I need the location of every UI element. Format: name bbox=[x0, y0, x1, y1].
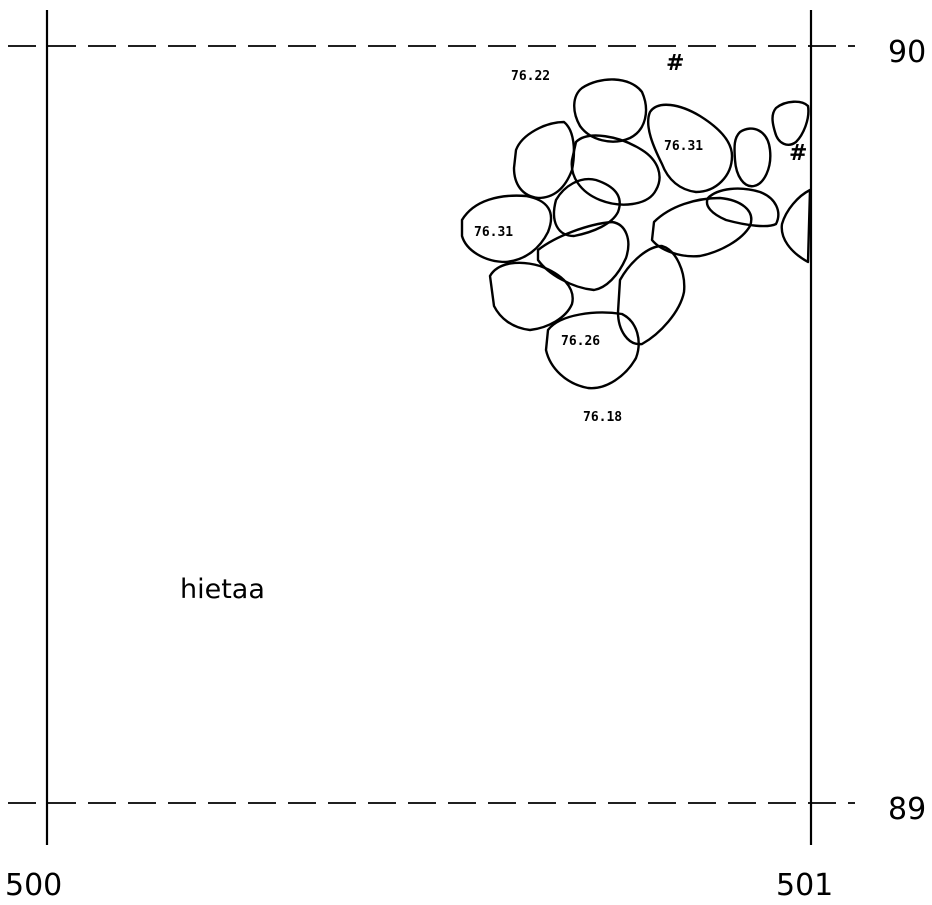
elevation-label: 76.22 bbox=[511, 69, 550, 84]
grid-label-501: 501 bbox=[776, 868, 833, 903]
stone bbox=[616, 244, 686, 346]
find-marker: # bbox=[666, 51, 684, 76]
elevation-label: 76.18 bbox=[583, 410, 622, 425]
stone bbox=[460, 194, 553, 264]
stone bbox=[536, 220, 630, 292]
stone bbox=[544, 311, 640, 390]
stone bbox=[780, 188, 812, 264]
stone bbox=[647, 103, 734, 194]
find-marker: # bbox=[789, 141, 807, 166]
stone bbox=[488, 261, 574, 332]
stone bbox=[552, 177, 621, 238]
stone bbox=[733, 127, 772, 188]
elevation-label: 76.31 bbox=[664, 139, 703, 154]
elevation-label: 76.31 bbox=[474, 225, 513, 240]
soil-type-label: hietaa bbox=[180, 574, 265, 605]
grid-label-90: 90 bbox=[888, 35, 926, 70]
stone bbox=[771, 100, 810, 146]
elevation-label: 76.26 bbox=[561, 334, 600, 349]
stone-cluster bbox=[460, 78, 812, 390]
stone bbox=[512, 120, 576, 200]
grid-label-500: 500 bbox=[5, 868, 62, 903]
grid-label-89: 89 bbox=[888, 792, 926, 827]
stone bbox=[570, 134, 661, 206]
grid-square bbox=[8, 10, 855, 845]
stone bbox=[573, 78, 648, 143]
stone bbox=[705, 187, 780, 228]
